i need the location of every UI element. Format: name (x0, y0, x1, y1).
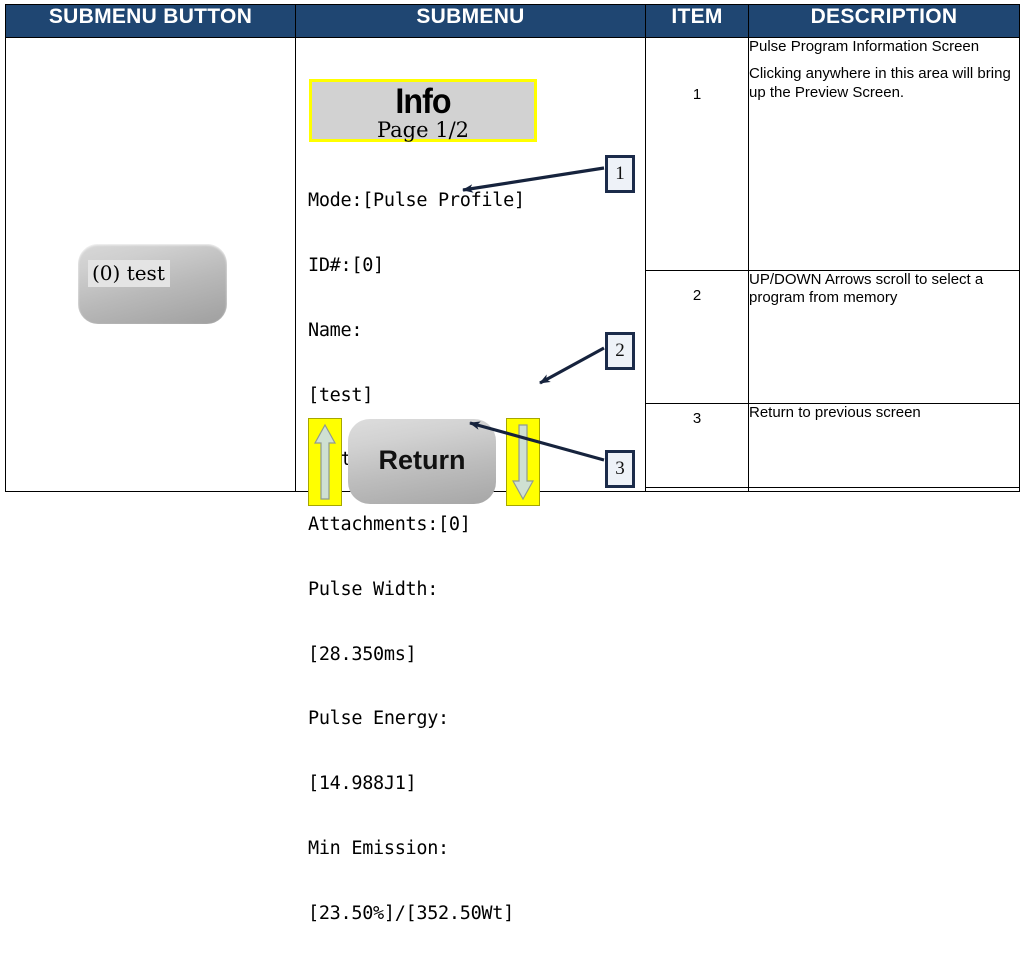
info-line: Min Emission: (308, 838, 449, 859)
callout-number: 2 (615, 340, 625, 361)
info-line: ID#:[0] (308, 254, 384, 276)
info-line: [14.988J1] (308, 773, 417, 795)
page-root: SUBMENU BUTTON SUBMENU ITEM DESCRIPTION … (5, 4, 1020, 924)
reference-table: SUBMENU BUTTON SUBMENU ITEM DESCRIPTION … (5, 4, 1020, 924)
info-page-indicator: Page 1/2 (376, 118, 470, 142)
table-header-row: SUBMENU BUTTON SUBMENU ITEM DESCRIPTION (5, 4, 1020, 38)
info-line: Mode:[Pulse Profile] (308, 190, 525, 212)
callout-number: 1 (615, 163, 625, 184)
return-button[interactable]: Return (348, 419, 496, 504)
item-number: 1 (692, 86, 702, 103)
down-arrow-icon (512, 424, 534, 501)
header-submenu-button: SUBMENU BUTTON (5, 4, 296, 38)
item-number-cell: 1 (645, 37, 749, 271)
description-paragraph: Return to previous screen (749, 403, 921, 421)
header-description: DESCRIPTION (748, 4, 1020, 38)
info-line: Name: (308, 319, 363, 341)
item-number-cell: 2 (645, 270, 749, 404)
table-row: (0) test Info Page 1/2 Mode:[Pulse Profi… (5, 37, 1020, 924)
description-cell: Return to previous screen (748, 402, 1020, 489)
info-text-block[interactable]: Mode:[Pulse Profile] ID#:[0] Name: [test… (308, 147, 558, 968)
info-line: [test] (308, 384, 374, 406)
header-item: ITEM (645, 4, 749, 38)
header-submenu: SUBMENU (295, 4, 646, 38)
up-arrow-key[interactable] (308, 418, 342, 506)
down-arrow-key[interactable] (506, 418, 540, 506)
item-number: 2 (692, 287, 702, 304)
table-row-empty (6, 487, 1020, 492)
item-number-cell: 3 (645, 402, 749, 489)
callout-2: 2 (605, 332, 635, 370)
item-number: 3 (692, 409, 702, 427)
info-line: Pulse Energy: (308, 708, 449, 730)
device-screen: Info Page 1/2 Mode:[Pulse Profile] ID#:[… (296, 38, 645, 924)
table-row: 3 Return to previous screen (6, 402, 1020, 489)
up-arrow-icon (314, 423, 336, 500)
callout-3: 3 (605, 450, 635, 488)
submenu-button[interactable]: (0) test (78, 244, 227, 324)
item-number-cell-empty (645, 487, 749, 492)
table-row: 2 UP/DOWN Arrows scroll to select a prog… (6, 270, 1020, 404)
description-cell: UP/DOWN Arrows scroll to select a progra… (748, 270, 1020, 404)
info-line: Attachments:[0] (308, 514, 471, 536)
description-cell-empty (748, 487, 1020, 492)
callout-number: 3 (615, 458, 625, 479)
info-title-panel[interactable]: Info Page 1/2 (309, 79, 537, 142)
callout-1: 1 (605, 155, 635, 193)
description-paragraph: UP/DOWN Arrows scroll to select a progra… (749, 271, 984, 307)
return-button-label: Return (378, 445, 466, 475)
description-cell: Pulse Program Information Screen Clickin… (748, 37, 1020, 271)
description-paragraph: Pulse Program Information Screen (749, 38, 980, 55)
info-line: [23.50%]/[352.50Wt] (308, 902, 514, 924)
submenu-screen-cell: Info Page 1/2 Mode:[Pulse Profile] ID#:[… (295, 37, 646, 924)
description-paragraph: Clicking anywhere in this area will brin… (749, 65, 1011, 101)
info-line: Pulse Width: (308, 578, 439, 600)
info-line: [28.350ms] (308, 643, 417, 665)
submenu-button-cell: (0) test (5, 37, 296, 492)
submenu-button-label: (0) test (88, 260, 170, 287)
info-title-text: Info (395, 82, 451, 121)
